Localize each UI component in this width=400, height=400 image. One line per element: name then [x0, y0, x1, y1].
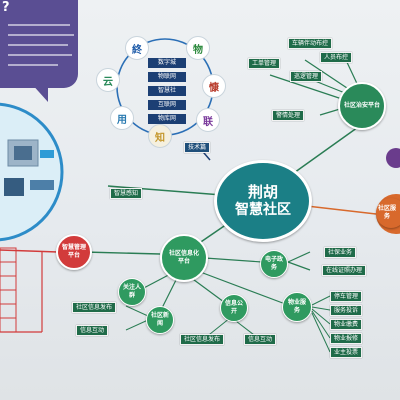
right-service-node: 社区服务	[376, 198, 400, 228]
ring-node-sense: 慷	[202, 74, 226, 98]
ring-inner-item: 物库网	[148, 114, 186, 124]
electronic-node: 电子政务	[260, 250, 288, 278]
security-item: 车辆伴动布控	[288, 38, 333, 49]
security-item: 工单管理	[248, 58, 281, 69]
community-news-item: 信息互动	[76, 325, 109, 336]
security-item: 人员布控	[320, 52, 353, 63]
bubble-text-line	[8, 24, 70, 26]
management-platform-node: 智慧管理平台	[56, 234, 92, 270]
ring-inner-item: 互联网	[148, 100, 186, 110]
resident-care-node: 关注人群	[118, 278, 146, 306]
info-publish-label: 信息公开	[224, 300, 243, 315]
community-news-label: 社区新闻	[150, 312, 169, 327]
service-platform-title: 社区信息化平台	[168, 250, 199, 265]
center-title-line1: 荆胡	[247, 183, 278, 201]
ring-node-thing: 物	[186, 36, 210, 60]
center-title-line2: 智慧社区	[235, 202, 291, 218]
property-node: 物业服务	[282, 292, 312, 322]
ring-inner-item: 物联网	[148, 72, 186, 82]
property-item: 物业报修	[330, 333, 363, 344]
community-news-item: 社区信息发布	[72, 302, 117, 313]
bubble-question-mark: ?	[2, 0, 10, 15]
property-item: 服务投诉	[330, 305, 363, 316]
electronic-item: 在线证照办理	[322, 265, 367, 276]
tech-section-label: 技术篇	[184, 142, 211, 153]
property-label: 物业服务	[287, 299, 306, 314]
info-publish-node: 信息公开	[220, 294, 248, 322]
info-publish-item: 信息互动	[244, 334, 277, 345]
right-service-label: 社区服务	[377, 205, 396, 220]
bubble-text-line	[8, 54, 72, 56]
security-item: 巡逻管理	[290, 71, 323, 82]
speech-bubble-tail	[30, 82, 48, 102]
security-platform-title: 社区治安平台	[344, 102, 381, 109]
bubble-text-line	[8, 34, 74, 36]
property-item: 停车管理	[330, 291, 363, 302]
service-platform-node: 社区信息化平台	[160, 234, 208, 282]
ring-node-know: 知	[148, 124, 172, 148]
left-link-label: 智慧感知	[110, 188, 143, 199]
electronic-item: 社保业务	[324, 247, 357, 258]
bubble-text-line	[8, 64, 58, 66]
ring-node-connect: 联	[196, 108, 220, 132]
electronic-label: 电子政务	[264, 256, 283, 271]
bubble-text-line	[8, 44, 68, 46]
ring-node-use: 用	[110, 106, 134, 130]
center-node: 荆胡 智慧社区	[214, 160, 312, 242]
property-item: 物业缴费	[330, 319, 363, 330]
management-platform-title: 智慧管理平台	[61, 244, 86, 259]
info-publish-item: 社区信息发布	[180, 334, 225, 345]
security-item: 警情处理	[272, 110, 305, 121]
ring-node-terminal: 終	[125, 36, 149, 60]
ring-inner-item: 智慧社	[148, 86, 186, 96]
property-item: 业主投票	[330, 347, 363, 358]
community-news-node: 社区新闻	[146, 306, 174, 334]
ring-inner-item: 数字城	[148, 58, 186, 68]
resident-care-label: 关注人群	[122, 284, 141, 299]
ring-node-cloud: 云	[96, 68, 120, 92]
security-platform-node: 社区治安平台	[338, 82, 386, 130]
